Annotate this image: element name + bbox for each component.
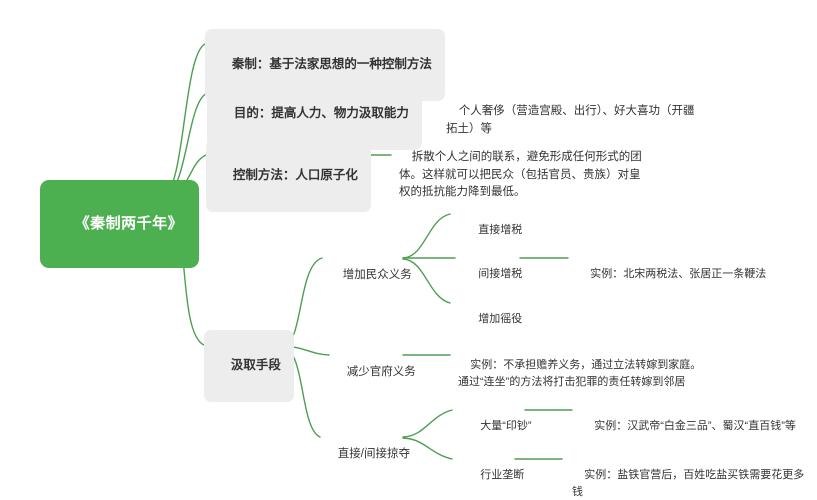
link-luoduo-yinchao — [402, 409, 453, 438]
node-jianjie-example[interactable]: 实例：北宋两税法、张居正一条鞭法 — [578, 249, 798, 300]
node-longduan-example[interactable]: 实例：盐铁官营后，百姓吃盐买铁需要花更多钱 — [572, 450, 807, 500]
node-jianshao[interactable]: 减少官府义务 — [334, 346, 416, 399]
link-luoduo-longduan — [402, 437, 453, 460]
node-zengjia-yaoyi[interactable]: 增加徭役 — [466, 294, 522, 345]
root-node[interactable]: 《秦制两千年》 — [40, 180, 200, 268]
node-yinchao-example[interactable]: 实例：汉武帝“白金三品”、蜀汉“直百钱”等 — [582, 401, 807, 452]
node-zengjia-yaoyi-label: 增加徭役 — [478, 313, 523, 326]
node-jianjie-example-label: 实例：北宋两税法、张居正一条鞭法 — [590, 268, 767, 281]
node-jianshao-example[interactable]: 实例：不承担赡养义务，通过立法转嫁到家庭。通过“连坐”的方法将打击犯罪的责任转嫁… — [458, 340, 708, 408]
node-luoduo[interactable]: 直接/间接掠夺 — [325, 428, 410, 481]
node-zengjia[interactable]: 增加民众义务 — [330, 249, 412, 302]
node-zhijie-zengshui[interactable]: 直接增税 — [466, 205, 522, 256]
node-luoduo-label: 直接/间接掠夺 — [337, 447, 410, 460]
node-jiqu[interactable]: 汲取手段 — [204, 330, 294, 403]
node-mudi-label: 目的：提高人力、物力汲取能力 — [233, 106, 409, 121]
node-longduan-example-label: 实例：盐铁官营后，百姓吃盐买铁需要花更多钱 — [572, 469, 805, 499]
node-jianshao-label: 减少官府义务 — [346, 365, 416, 378]
node-zhijie-zengshui-label: 直接增税 — [478, 224, 523, 237]
node-mudi-detail[interactable]: 个人奢侈（营造宫殿、出行）、好大喜功（开疆拓土）等 — [446, 85, 706, 156]
node-mudi-detail-label: 个人奢侈（营造宫殿、出行）、好大喜功（开疆拓土）等 — [446, 104, 695, 135]
node-jianjie-zengshui-label: 间接增税 — [478, 268, 523, 281]
root-node-label: 《秦制两千年》 — [74, 215, 184, 233]
link-root-qinzhi — [162, 43, 206, 196]
node-longduan-label: 行业垄断 — [480, 469, 525, 482]
node-yinchao-label: 大量“印钞” — [480, 420, 532, 433]
node-qinzhi-label: 秦制：基于法家思想的一种控制方法 — [231, 57, 432, 72]
node-jiqu-label: 汲取手段 — [230, 358, 281, 373]
node-longduan[interactable]: 行业垄断 — [468, 450, 524, 500]
node-jianjie-zengshui[interactable]: 间接增税 — [466, 249, 522, 300]
node-zengjia-label: 增加民众义务 — [342, 268, 412, 281]
node-kongzhi[interactable]: 控制方法：人口原子化 — [206, 140, 371, 213]
node-kongzhi-detail-label: 拆散个人之间的联系，避免形成任何形式的团体。这样就可以把民众（包括官员、贵族）对… — [399, 150, 642, 199]
node-yinchao[interactable]: 大量“印钞” — [468, 401, 532, 452]
node-kongzhi-label: 控制方法：人口原子化 — [232, 168, 358, 183]
node-yinchao-example-label: 实例：汉武帝“白金三品”、蜀汉“直百钱”等 — [594, 420, 796, 433]
node-jianshao-example-label: 实例：不承担赡养义务，通过立法转嫁到家庭。通过“连坐”的方法将打击犯罪的责任转嫁… — [458, 359, 702, 389]
node-mudi[interactable]: 目的：提高人力、物力汲取能力 — [207, 78, 422, 151]
node-kongzhi-detail[interactable]: 拆散个人之间的联系，避免形成任何形式的团体。这样就可以把民众（包括官员、贵族）对… — [399, 131, 649, 220]
